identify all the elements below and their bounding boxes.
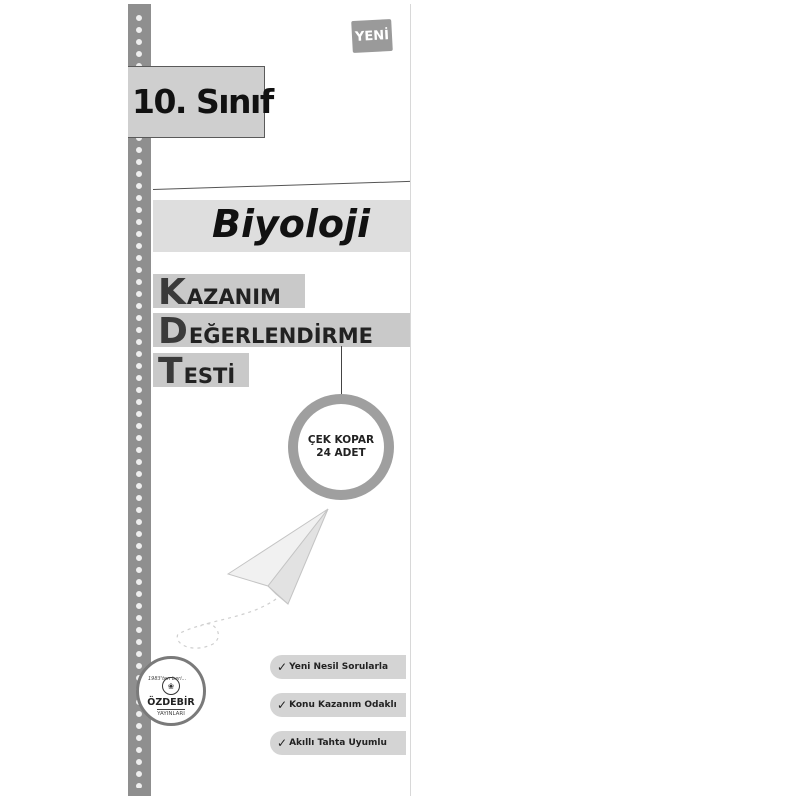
paper-plane-icon — [176, 508, 329, 649]
feature-label: Akıllı Tahta Uyumlu — [289, 738, 387, 748]
spine — [128, 4, 151, 796]
book-cover: YENİ 10. Sınıf Biyoloji KAZANIM DEĞERLEN… — [128, 4, 410, 796]
feature-item: ✓ Yeni Nesil Sorularla — [270, 655, 406, 679]
page-edge — [410, 4, 411, 796]
check-icon: ✓ — [277, 698, 288, 712]
kdt-band-t — [153, 353, 249, 387]
feature-item: ✓ Akıllı Tahta Uyumlu — [270, 731, 406, 755]
tear-off-badge: ÇEK KOPAR 24 ADET — [298, 404, 384, 490]
publisher-name: ÖZDEBİR — [147, 697, 195, 708]
grade-label: 10. Sınıf — [132, 82, 274, 121]
check-icon: ✓ — [277, 736, 288, 750]
kdt-line-degerlendirme: DEĞERLENDİRME — [158, 311, 373, 352]
publisher-emblem-icon: ❀ — [162, 677, 180, 695]
subject-band — [153, 200, 410, 252]
subject-divider — [152, 180, 410, 190]
circle-stem — [341, 346, 342, 396]
publisher-sub: YAYINLARI — [157, 709, 185, 717]
feature-label: Yeni Nesil Sorularla — [289, 662, 389, 672]
kdt-line-testi: TESTİ — [158, 351, 236, 392]
kdt-band-k — [153, 274, 305, 308]
check-icon: ✓ — [277, 660, 288, 674]
feature-label: Konu Kazanım Odaklı — [289, 700, 397, 710]
grade-box — [128, 66, 265, 138]
tear-off-label: ÇEK KOPAR — [307, 434, 375, 446]
new-badge: YENİ — [351, 18, 393, 54]
kdt-line-kazanim: KAZANIM — [158, 272, 281, 313]
kdt-band-d — [153, 313, 410, 347]
subject-title: Biyoloji — [212, 202, 371, 246]
feature-item: ✓ Konu Kazanım Odaklı — [270, 693, 406, 717]
spiral-binding-icon — [134, 12, 144, 788]
publisher-logo: ❀ ÖZDEBİR YAYINLARI — [136, 656, 206, 726]
publisher-tagline: 1983'ten beri... — [148, 676, 187, 682]
count-label: 24 ADET — [316, 447, 366, 459]
